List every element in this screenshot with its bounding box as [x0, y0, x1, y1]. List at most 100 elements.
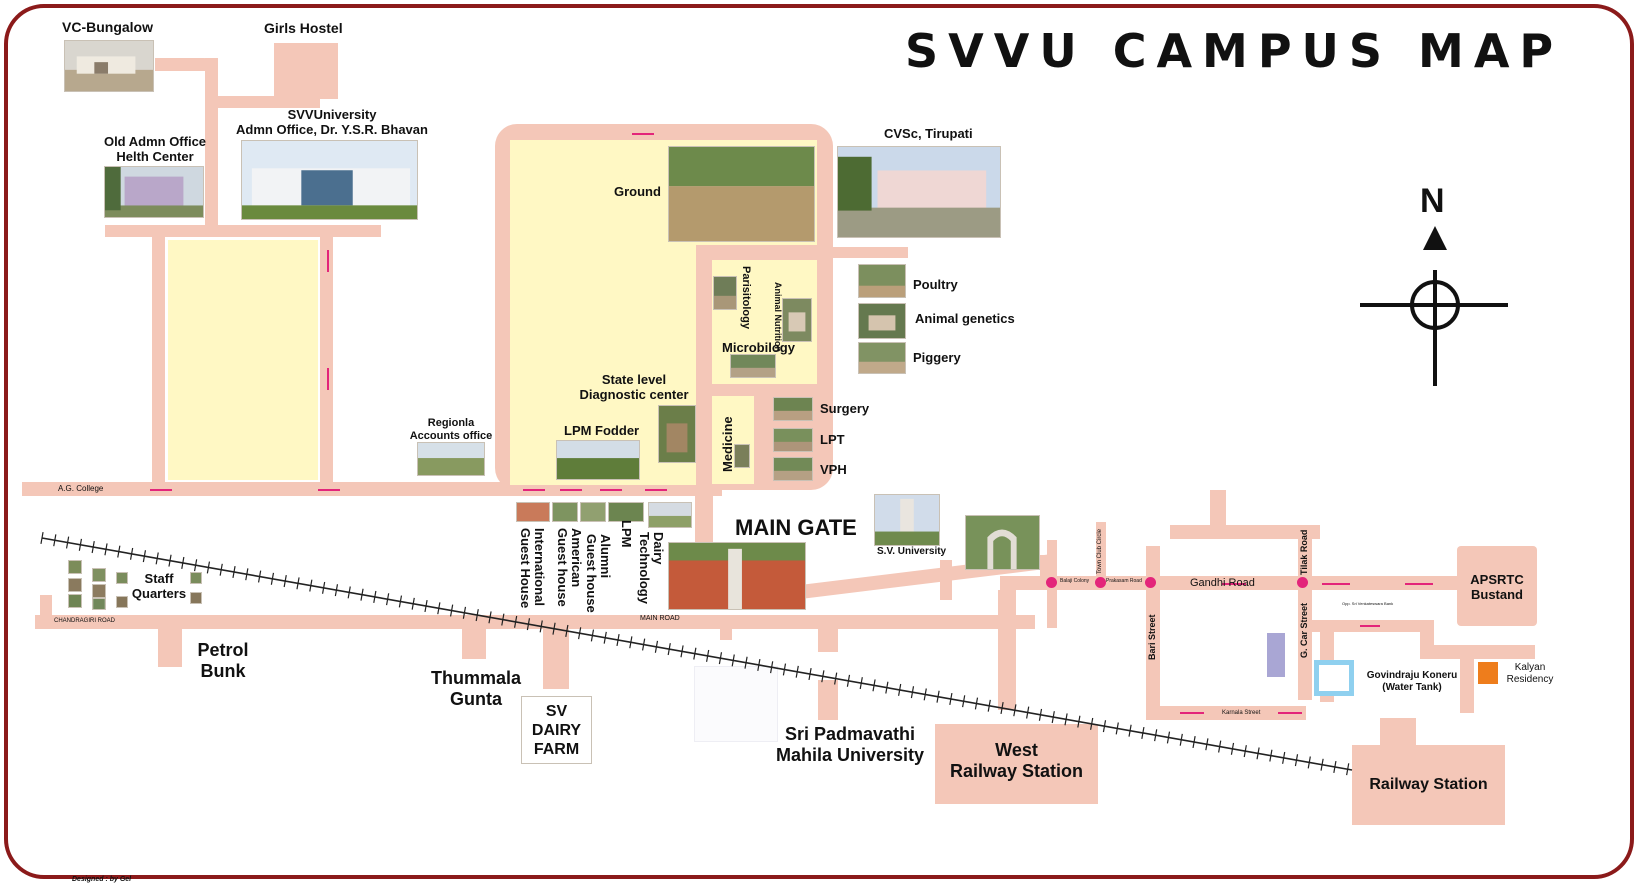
road-karnala — [1146, 706, 1306, 720]
animal-genetics-photo — [858, 303, 906, 339]
road-north-upper — [105, 225, 381, 237]
railway-tie — [693, 647, 697, 660]
block-west-quad — [168, 240, 318, 480]
lpm-fodder-photo — [556, 440, 640, 480]
kalyan-line1: Kalyan — [1514, 662, 1546, 673]
main-gate-photo — [668, 542, 806, 610]
kalyan-residency-label: Kalyan Residency — [1500, 662, 1560, 685]
railway-tie — [40, 531, 44, 545]
railway-tie — [642, 638, 646, 651]
railway-tie — [360, 588, 364, 601]
designer-credit: Designed : by Gel — [72, 876, 132, 883]
road-marker-icon — [327, 368, 329, 390]
railway-tie — [513, 615, 518, 628]
railway-tie — [283, 575, 287, 588]
apsrtc-bustand-label: APSRTC Bustand — [1457, 572, 1537, 603]
govindraju-line1: Govindraju Koneru — [1366, 670, 1458, 681]
road-marker-icon — [632, 133, 654, 135]
railway-tie — [347, 586, 351, 599]
page-title: SVVU CAMPUS MAP — [905, 24, 1564, 78]
railway-tie — [1307, 756, 1311, 769]
road-marker-icon — [1222, 583, 1246, 585]
ground-photo — [668, 146, 815, 242]
road-rail-right — [1380, 718, 1416, 746]
road-marker-icon — [1405, 583, 1433, 585]
railway-tie — [680, 645, 684, 658]
railway-tie — [974, 697, 979, 710]
road-left-vertical — [152, 225, 165, 490]
kalyan-line2: Residency — [1506, 673, 1554, 685]
railway-station-label: Railway Station — [1369, 776, 1488, 793]
thummala-gunta-line2: Gunta — [450, 688, 502, 709]
intl-guest-house-line2: Guest House — [517, 528, 533, 609]
gandhi-road-label: Gandhi Road — [1190, 577, 1255, 589]
railway-tie — [1218, 740, 1222, 753]
main-road-label: MAIN ROAD — [640, 615, 680, 622]
staff-quarters-photo-5 — [92, 584, 106, 598]
diagnostic-label-line1: State level — [601, 372, 667, 387]
railway-tie — [411, 597, 415, 610]
admn-office-label-line2: Admn Office, Dr. Y.S.R. Bhavan — [236, 121, 428, 137]
staff-quarters-line1: Staff — [144, 571, 174, 586]
petrol-bunk-label: Petrol Bunk — [188, 640, 258, 681]
railway-tie — [168, 554, 172, 567]
staff-quarters-photo-10 — [190, 592, 202, 604]
surgery-label: Surgery — [820, 401, 870, 416]
intl-guest-house-label: International Guest House — [517, 528, 547, 609]
dairy-technology-line2: Technology — [636, 532, 652, 604]
railway-tie — [1230, 742, 1235, 755]
prakasam-road-label: Prakasam Road — [1106, 578, 1142, 584]
petrol-bunk-line1: Petrol — [197, 640, 249, 660]
thummala-gunta-label: Thummala Gunta — [424, 668, 528, 709]
medicine-photo — [734, 444, 750, 468]
junction-dot-icon — [1297, 577, 1308, 588]
lpm-label: LPM — [619, 520, 634, 548]
cvsc-label: CVSc, Tirupati — [884, 126, 973, 141]
girls-hostel-label: Girls Hostel — [264, 20, 343, 36]
road-chandragiri-spur — [40, 595, 52, 617]
vc-bungalow-label: VC-Bungalow — [62, 19, 153, 35]
railway-tie — [193, 559, 198, 572]
west-railway-station-label: West Railway Station — [935, 740, 1098, 781]
railway-tie — [731, 654, 735, 667]
road-to-hostel — [210, 96, 320, 108]
old-admn-label-line1: Old Admn Office — [103, 134, 207, 149]
road-gate-stub — [1040, 555, 1050, 585]
railway-tie — [526, 618, 531, 631]
ag-college-road-label: A.G. College — [58, 484, 104, 493]
railway-tie — [795, 665, 799, 678]
parisitology-photo — [713, 276, 737, 310]
lpm-fodder-label: LPM Fodder — [564, 423, 640, 438]
staff-quarters-photo-3 — [68, 594, 82, 608]
railway-tie — [475, 609, 479, 622]
piggery-label: Piggery — [913, 350, 961, 365]
railway-tie — [1320, 758, 1324, 771]
road-main — [35, 615, 1035, 629]
railway-tie — [808, 668, 812, 681]
diagnostic-center-photo — [658, 405, 696, 463]
railway-tie — [744, 656, 748, 669]
railway-tie — [1346, 763, 1350, 776]
railway-tie — [910, 686, 915, 699]
sv-dairy-farm-line2: DAIRY — [531, 722, 582, 740]
road-top-right-stub — [1210, 490, 1226, 530]
road-bari-street — [1146, 546, 1160, 720]
diagnostic-label-line2: Diagnostic center — [579, 386, 689, 402]
old-admn-label-line2: Helth Center — [116, 148, 194, 164]
railway-tie — [1154, 729, 1158, 742]
american-guest-house-line1: American — [569, 528, 584, 588]
american-guest-house-line2: Guest house — [554, 528, 570, 607]
railway-tie — [321, 581, 326, 594]
railway-track-icon — [40, 531, 1353, 776]
railway-tie — [437, 602, 441, 615]
staff-quarters-label: Staff Quarters — [124, 571, 194, 602]
railway-tie — [1026, 706, 1030, 719]
railway-tie — [1205, 738, 1209, 751]
admn-office-label: SVVUniversity Admn Office, Dr. Y.S.R. Bh… — [232, 107, 432, 138]
railway-tie — [1141, 726, 1145, 739]
animal-nutrition-photo — [782, 298, 812, 342]
railway-tie — [898, 683, 902, 696]
railway-tie — [1064, 713, 1068, 726]
staff-quarters-line2: Quarters — [131, 585, 187, 601]
